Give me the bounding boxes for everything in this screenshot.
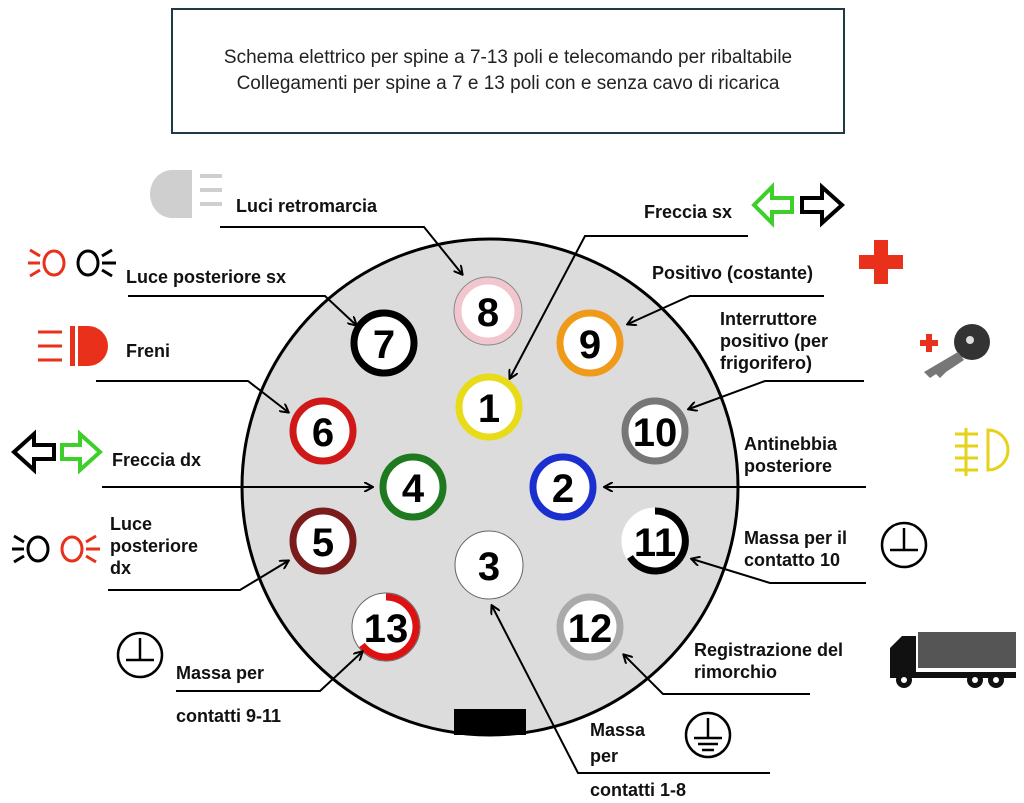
label-registrazione-line2: rimorchio — [694, 662, 778, 682]
earth-ground-icon — [684, 711, 732, 759]
label-interruttore-line2: positivo (per — [720, 331, 829, 351]
turn-right-icon — [11, 429, 103, 475]
label-antinebbia: Antinebbia posteriore — [744, 433, 837, 477]
pin-6: 6 — [289, 397, 357, 465]
pin-6-label: 6 — [312, 411, 334, 455]
pin-5: 5 — [289, 507, 357, 575]
pin-8-label: 8 — [477, 291, 499, 335]
reverse-light-icon — [150, 170, 222, 218]
label-massa-1-8-line2: per — [590, 746, 619, 766]
label-luce-posteriore-dx-line2: posteriore — [110, 536, 199, 556]
pin-1-label: 1 — [478, 387, 500, 431]
fog-light-icon — [955, 428, 1010, 476]
rear-light-left-icon — [28, 248, 116, 278]
pin-13: 13 — [351, 592, 421, 662]
positive-plus-icon — [859, 240, 903, 284]
label-massa-9-11-line1: Massa per — [176, 663, 265, 683]
label-interruttore-positivo: Interruttore positivo (per frigorifero) — [720, 308, 828, 374]
leader-pin-7 — [128, 295, 356, 325]
label-massa-10-line1: Massa per il — [744, 528, 848, 548]
title-box: Schema elettrico per spine a 7-13 poli e… — [171, 8, 845, 134]
title-line-1: Schema elettrico per spine a 7-13 poli e… — [223, 47, 793, 68]
pin-8: 8 — [453, 276, 523, 346]
leader-pin-5 — [108, 561, 288, 591]
pin-7: 7 — [350, 309, 418, 377]
pin-2-label: 2 — [552, 467, 574, 511]
pin-3-label: 3 — [478, 545, 500, 589]
leader-lines — [96, 226, 866, 774]
label-massa-1-8-line1: Massa — [590, 720, 646, 740]
label-massa-10: Massa per il contatto 10 — [744, 527, 847, 571]
pin-11-label: 11 — [634, 521, 676, 565]
leader-pin-10 — [689, 380, 864, 409]
label-interruttore-line1: Interruttore — [720, 309, 818, 329]
leader-pin-6 — [96, 380, 288, 412]
pin-12: 12 — [556, 593, 624, 661]
turn-left-icon — [751, 182, 845, 228]
ground-right-icon — [880, 521, 928, 569]
label-luce-posteriore-dx-line1: Luce — [110, 514, 153, 534]
leader-pin-12 — [624, 655, 810, 695]
leader-pin-11 — [692, 559, 866, 584]
pin-9-label: 9 — [579, 323, 601, 367]
pin-7-label: 7 — [373, 323, 395, 367]
leader-pin-8 — [220, 226, 462, 274]
label-luce-posteriore-sx: Luce posteriore sx — [126, 267, 287, 287]
pin-5-label: 5 — [312, 521, 334, 565]
pin-4-label: 4 — [402, 467, 425, 511]
rear-light-right-icon — [12, 534, 100, 564]
label-freccia-sx: Freccia sx — [644, 202, 733, 222]
pin-1: 1 — [455, 373, 523, 441]
pin-2: 2 — [529, 453, 597, 521]
label-registrazione-line1: Registrazione del — [694, 640, 844, 660]
label-massa-1-8-line3: contatti 1-8 — [590, 780, 687, 800]
pin-10: 10 — [621, 397, 689, 465]
label-freccia-dx: Freccia dx — [112, 450, 202, 470]
pin-4: 4 — [379, 453, 447, 521]
label-freni: Freni — [126, 341, 171, 361]
label-interruttore-line3: frigorifero) — [720, 353, 812, 373]
label-antinebbia-line1: Antinebbia — [744, 434, 837, 454]
label-antinebbia-line2: posteriore — [744, 456, 833, 476]
label-luce-posteriore-dx: Luce posteriore dx — [110, 513, 198, 579]
pin-3: 3 — [454, 530, 524, 600]
label-positivo-costante: Positivo (costante) — [652, 263, 814, 283]
leader-pin-3 — [492, 606, 770, 774]
label-registrazione: Registrazione del rimorchio — [694, 639, 843, 683]
leader-pin-9 — [628, 295, 824, 324]
pin-12-label: 12 — [568, 607, 613, 651]
pin-11: 11 — [621, 507, 689, 575]
pin-13-label: 13 — [364, 607, 409, 651]
pin-10-label: 10 — [633, 411, 678, 455]
label-massa-10-line2: contatto 10 — [744, 550, 841, 570]
plug-key-notch — [454, 709, 526, 735]
label-luci-retromarcia: Luci retromarcia — [236, 196, 378, 216]
truck-icon — [890, 632, 1016, 688]
brake-light-icon — [38, 326, 108, 366]
ignition-key-icon — [920, 324, 990, 378]
title-line-2: Collegamenti per spine a 7 e 13 poli con… — [236, 73, 780, 94]
ground-left-icon — [116, 631, 164, 679]
leader-pin-13 — [176, 652, 362, 692]
pin-9: 9 — [556, 309, 624, 377]
label-massa-9-11-line2: contatti 9-11 — [176, 706, 282, 726]
leader-pin-1 — [510, 235, 748, 378]
label-luce-posteriore-dx-line3: dx — [110, 558, 132, 578]
